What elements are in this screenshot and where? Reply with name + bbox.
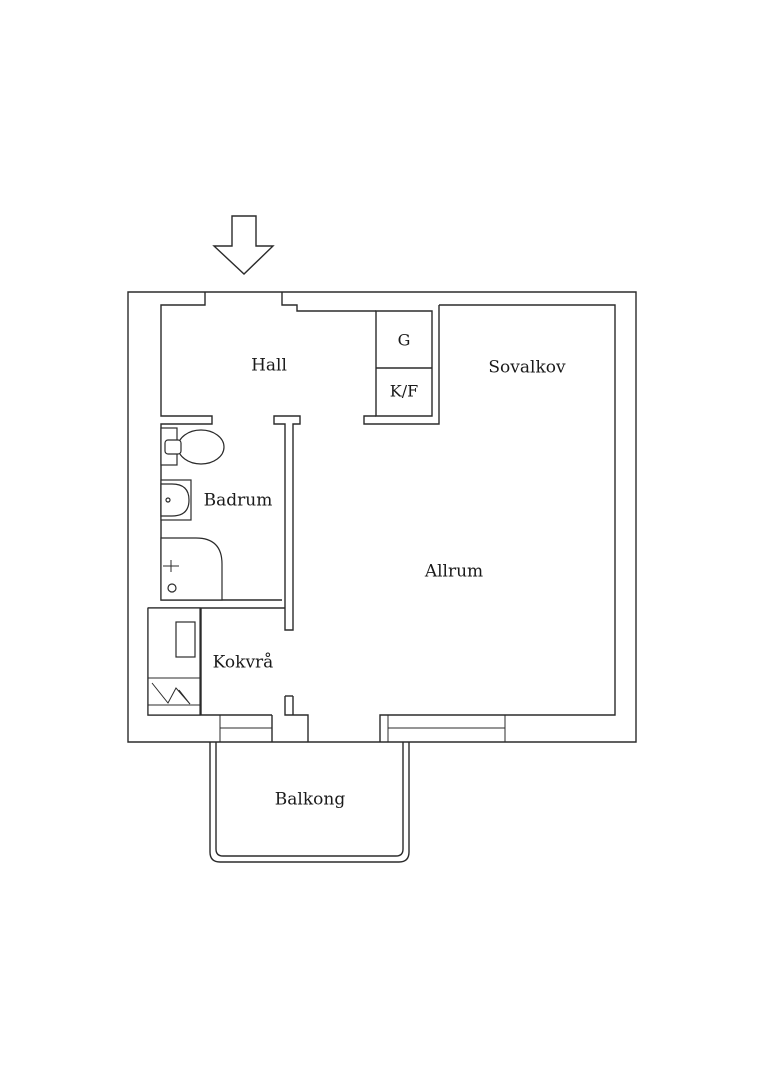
kitchen-counter <box>147 607 201 716</box>
balcony <box>209 742 410 863</box>
room-labels: Hall G K/F Sovalkov Badrum Allrum Kokvrå… <box>204 331 566 810</box>
room-label-sovalkov: Sovalkov <box>488 358 566 378</box>
bathroom-sink <box>160 479 192 521</box>
room-label-balkong: Balkong <box>275 790 346 810</box>
room-label-kokvra: Kokvrå <box>213 653 274 673</box>
room-label-hall: Hall <box>251 356 287 376</box>
shower <box>160 537 223 601</box>
room-label-badrum: Badrum <box>204 491 273 511</box>
room-label-gardrob: G <box>398 331 411 350</box>
room-label-allrum: Allrum <box>424 562 483 582</box>
windows <box>219 714 506 742</box>
entrance-arrow-icon <box>212 215 275 275</box>
toilet <box>160 427 225 466</box>
outer-walls <box>127 291 637 743</box>
room-label-kyl-frys: K/F <box>390 382 418 401</box>
